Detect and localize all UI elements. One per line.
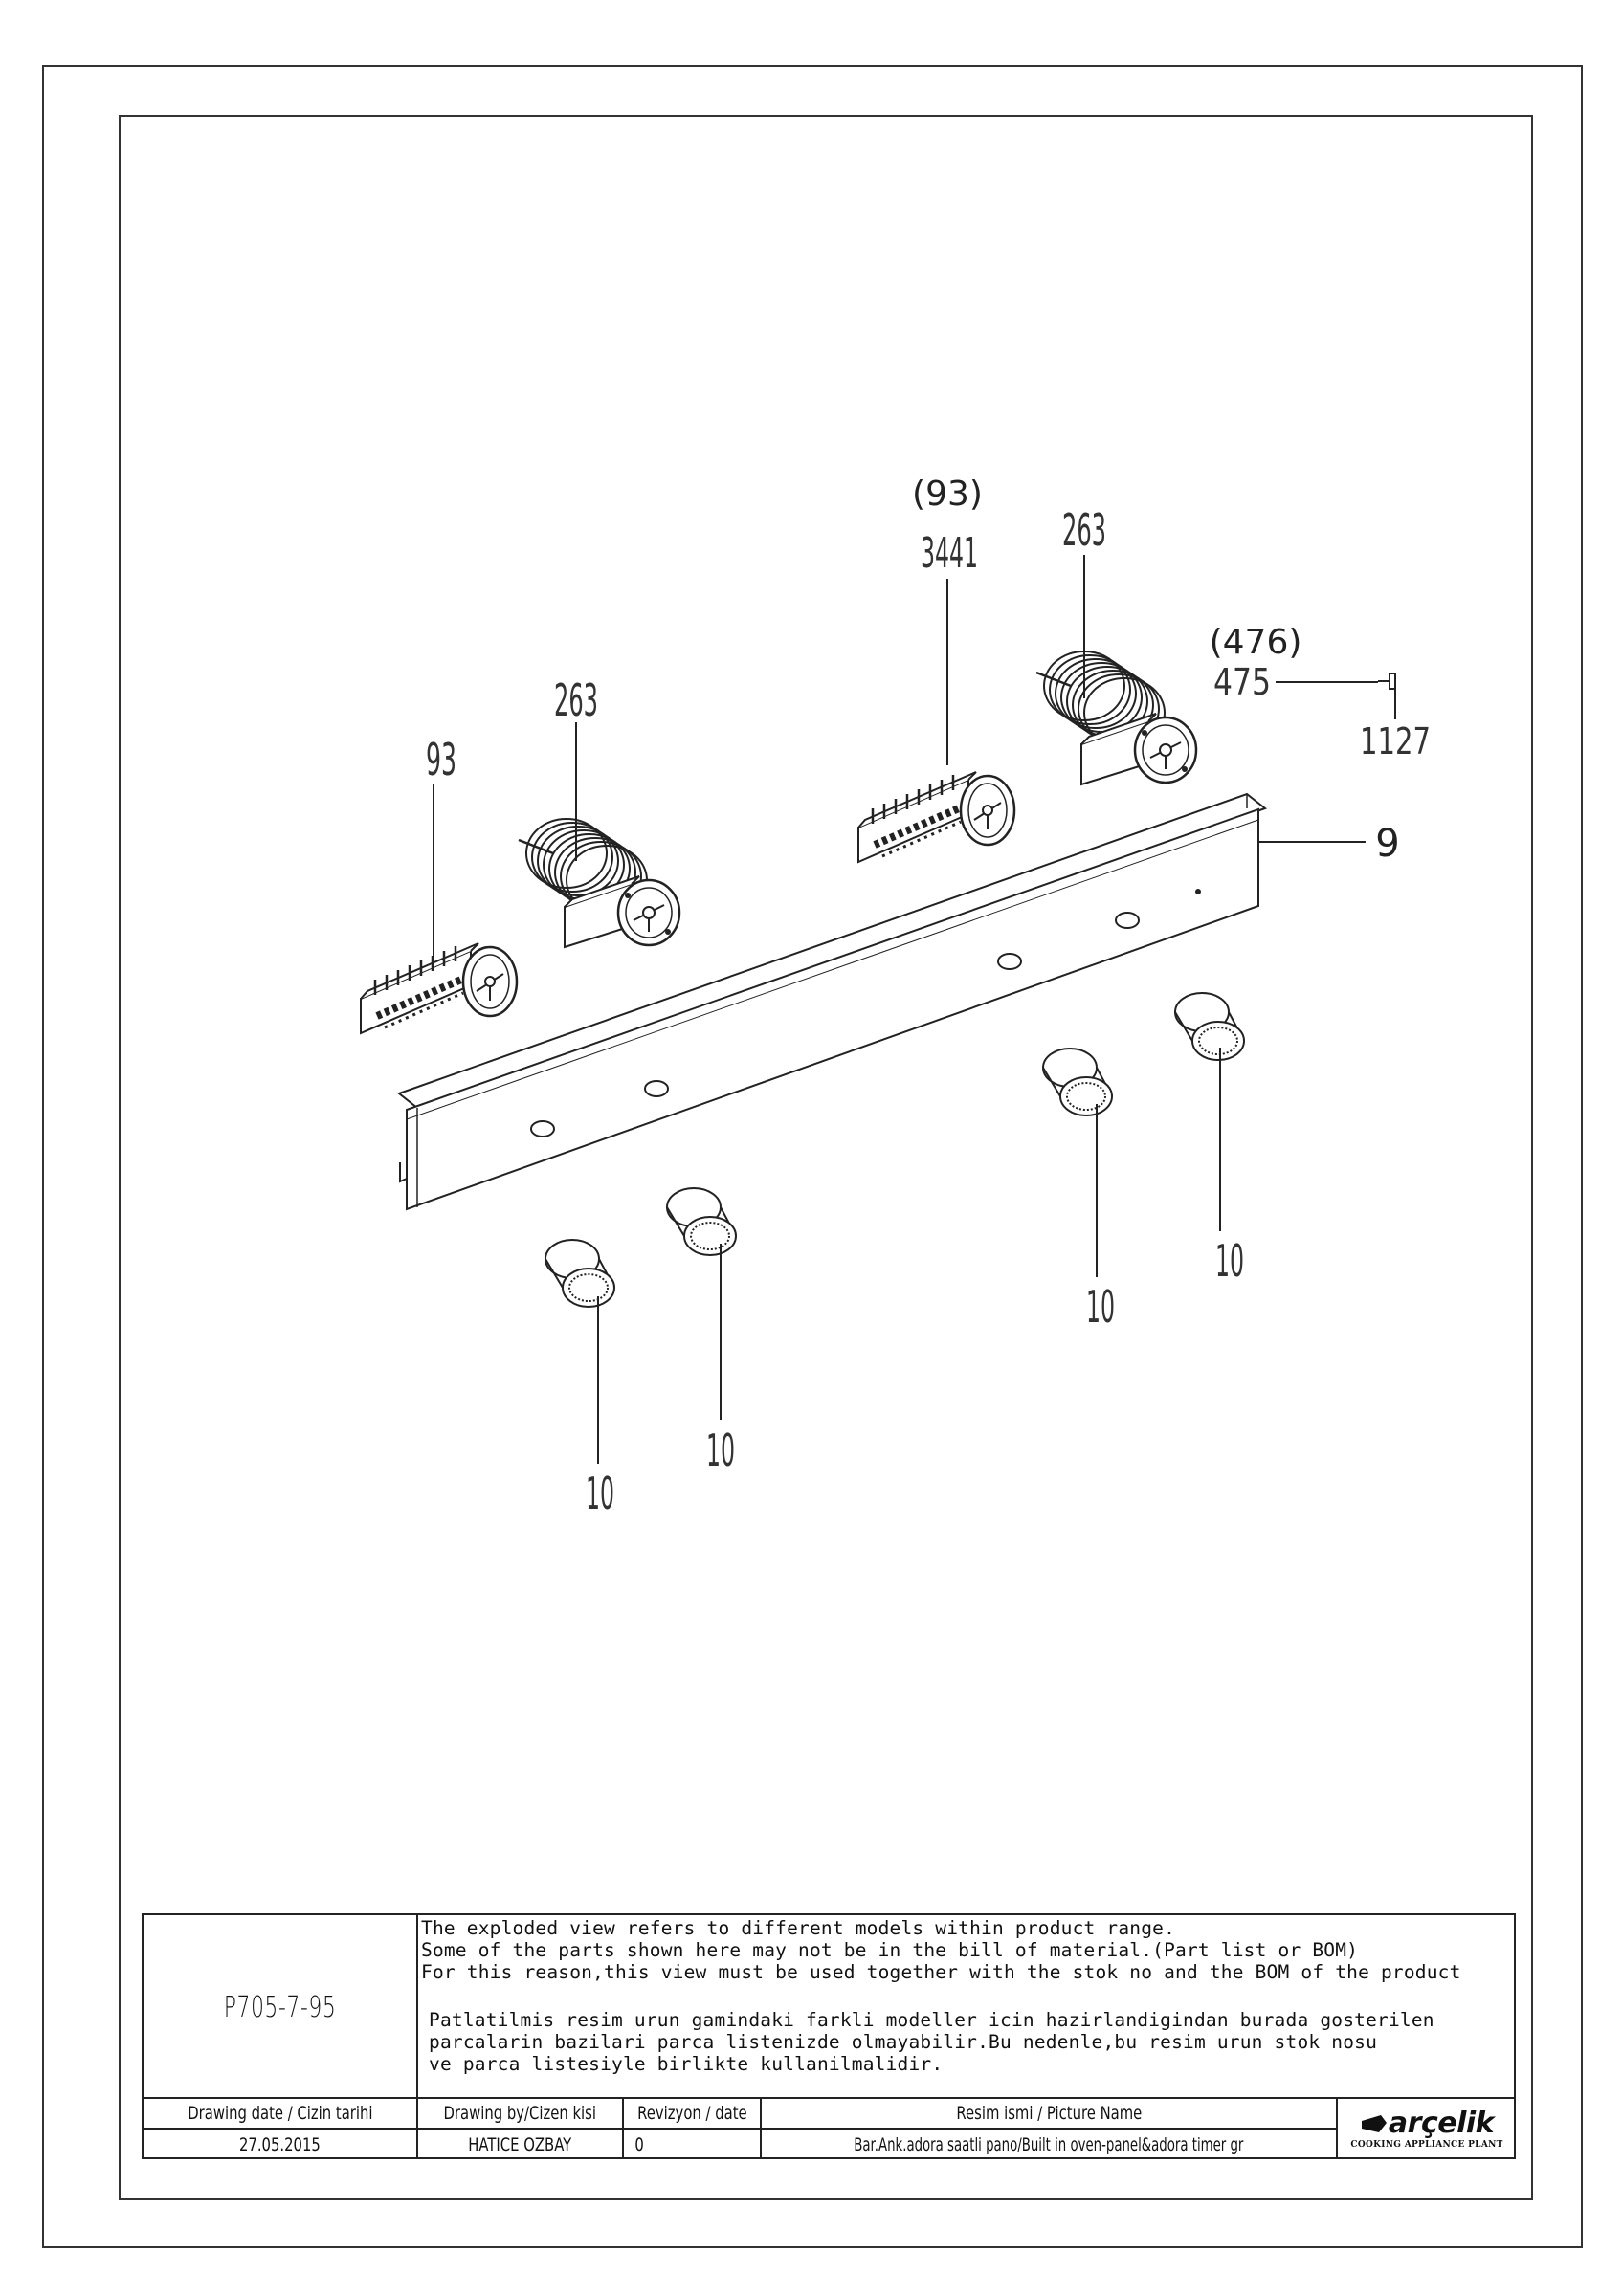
callout-475: 475 — [1213, 661, 1271, 703]
right-program-switch — [858, 772, 1014, 862]
drawing-number: P705-7-95 — [144, 1915, 418, 2099]
knob-1 — [545, 1239, 615, 1308]
value-drawing-by: HATICE OZBAY — [468, 2133, 572, 2155]
knob-2 — [666, 1187, 737, 1256]
left-timer-body — [563, 874, 681, 949]
callout-1127: 1127 — [1360, 720, 1431, 762]
brand-mark-icon — [1361, 2114, 1387, 2132]
header-drawing-date: Drawing date / Cizin tarihi — [187, 2103, 373, 2124]
col-divider-3 — [760, 2099, 762, 2159]
logo-brand: arçelik — [1388, 2106, 1495, 2140]
screw — [1378, 673, 1396, 690]
knob-4 — [1174, 992, 1245, 1061]
callout-10-c: 10 — [1086, 1281, 1115, 1333]
logo-tagline: COOKING APPLIANCE PLANT — [1350, 2139, 1503, 2150]
header-revision: Revizyon / date — [636, 2103, 747, 2124]
disclaimer-notes: The exploded view refers to different mo… — [419, 1917, 1515, 2099]
callout-labels: 93 263 (93) 3441 263 (476) 475 1127 9 10… — [426, 475, 1431, 1519]
col-divider-4 — [1336, 2099, 1338, 2159]
header-drawing-by: Drawing by/Cizen kisi — [443, 2103, 597, 2124]
outer-frame — [42, 65, 1583, 2248]
callout-93-paren: (93) — [912, 475, 983, 514]
callout-263-right: 263 — [1062, 504, 1106, 556]
title-block-header-divider — [144, 2128, 1338, 2130]
value-revision: 0 — [634, 2133, 644, 2155]
callout-93-left: 93 — [426, 734, 456, 785]
knob-3 — [1042, 1048, 1113, 1116]
callout-10-d: 10 — [1215, 1235, 1244, 1287]
arcelik-logo: arçelik COOKING APPLIANCE PLANT — [1338, 2099, 1516, 2159]
title-block-row-divider — [144, 2097, 1514, 2099]
col-divider-1 — [416, 2099, 418, 2159]
col-divider-2 — [622, 2099, 624, 2159]
callout-9: 9 — [1375, 822, 1399, 866]
left-program-switch — [361, 943, 517, 1033]
header-picture-name: Resim ismi / Picture Name — [956, 2103, 1142, 2124]
callout-10-b: 10 — [706, 1424, 735, 1476]
leader-lines — [433, 555, 1396, 1464]
title-block: P705-7-95 The exploded view refers to di… — [142, 1913, 1516, 2159]
control-panel-bar — [396, 792, 1268, 1211]
value-drawing-date: 27.05.2015 — [239, 2133, 321, 2155]
callout-476-paren: (476) — [1210, 623, 1302, 662]
disclaimer-turkish: Patlatilmis resim urun gamindaki farkli … — [429, 2009, 1434, 2075]
callout-10-a: 10 — [586, 1468, 614, 1519]
callout-263-left: 263 — [554, 674, 598, 726]
inner-frame — [119, 115, 1533, 2200]
callout-3441: 3441 — [921, 529, 978, 578]
value-picture-name: Bar.Ank.adora saatli pano/Built in oven-… — [854, 2133, 1244, 2155]
disclaimer-english: The exploded view refers to different mo… — [421, 1917, 1461, 1983]
